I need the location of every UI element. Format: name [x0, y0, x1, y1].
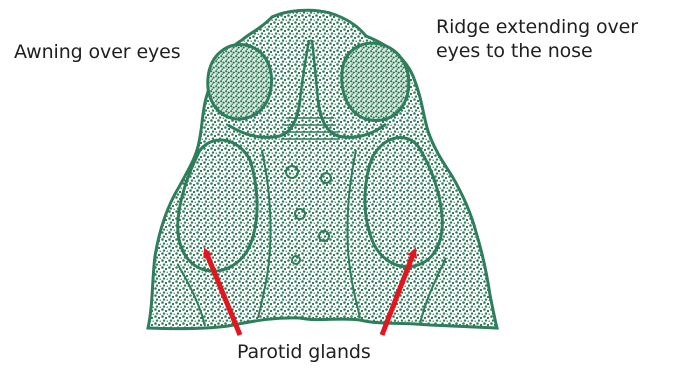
ridge-label-line-2: eyes to the nose — [436, 39, 671, 63]
left-eye-awning — [208, 45, 272, 120]
ridge-label: Ridge extending over eyes to the nose — [436, 15, 671, 63]
parotid-glands-label: Parotid glands — [237, 340, 371, 364]
right-eye-awning — [342, 43, 409, 120]
ridge-label-line-1: Ridge extending over — [436, 15, 671, 39]
awning-over-eyes-label: Awning over eyes — [14, 40, 181, 64]
